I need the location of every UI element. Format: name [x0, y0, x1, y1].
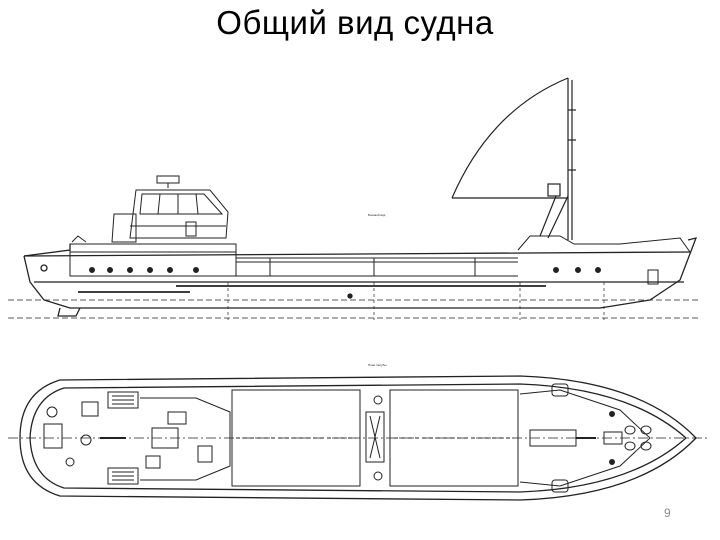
forecastle: [517, 235, 691, 285]
frame-marks: [227, 282, 605, 320]
crane-boom: [451, 77, 576, 240]
side-elevation-view: Боковой вид: [8, 77, 700, 320]
slide-title: Общий вид судна: [216, 4, 494, 41]
page-number: 9: [664, 506, 671, 520]
side-view-label: Боковой вид: [368, 213, 386, 217]
stern-deckhouse-plan: [43, 391, 231, 485]
deck-plan-view: План палубы: [8, 363, 708, 501]
midship-gear: [365, 395, 385, 481]
waterline: [8, 299, 700, 319]
cargo-hold-forward: [389, 389, 519, 487]
plan-view-label: План палубы: [368, 363, 387, 367]
hull-profile: [23, 237, 698, 317]
cargo-hold-aft: [231, 389, 361, 487]
wheelhouse: [111, 175, 229, 243]
cargo-hatch-coaming: [236, 257, 518, 277]
forecastle-plan: [519, 383, 652, 493]
